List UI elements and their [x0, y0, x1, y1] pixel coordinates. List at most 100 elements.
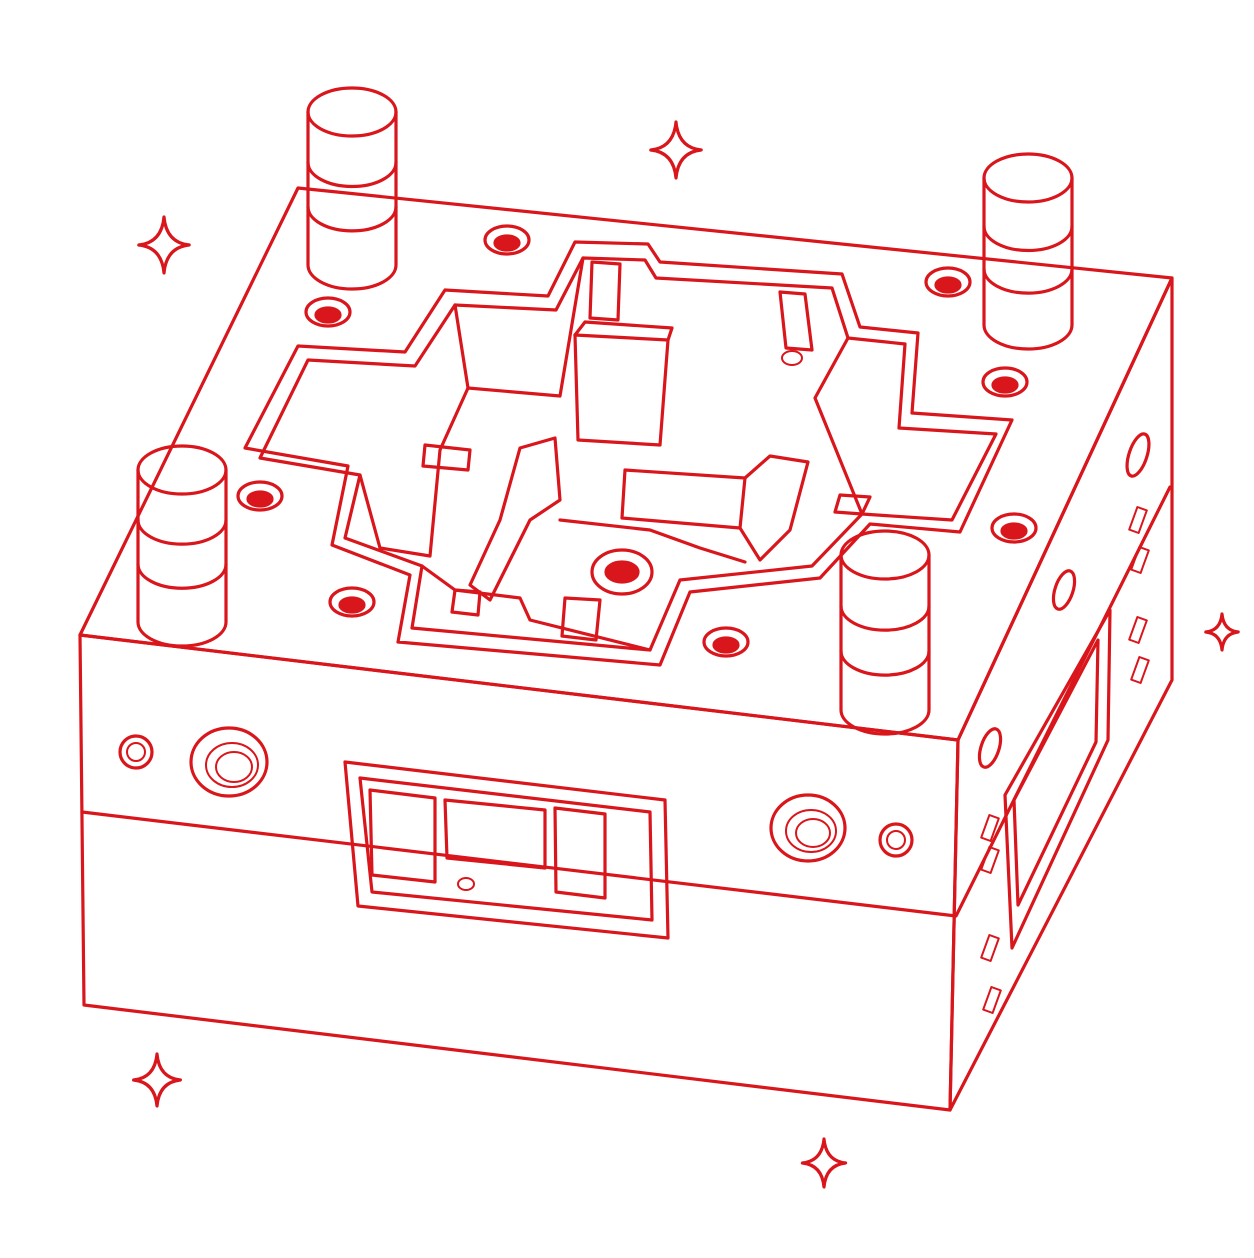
- plate-hole: [483, 224, 531, 256]
- guide-pin-body: [306, 110, 398, 291]
- plate-hole: [236, 480, 284, 512]
- right-slot-inner: [1012, 638, 1100, 907]
- right-features: [977, 432, 1151, 950]
- plate-hole: [990, 512, 1038, 544]
- guide-pin-body: [982, 176, 1074, 351]
- cavity-wall-right: [813, 336, 864, 516]
- right-face-slot: [982, 986, 1002, 1014]
- plate-hole: [328, 586, 376, 618]
- guide-pin-top: [306, 86, 398, 138]
- right-face-slots: [980, 506, 1150, 1014]
- guide-pin: [982, 152, 1074, 351]
- right-slot-frame: [1003, 608, 1112, 950]
- inner-rib-right-side: [738, 454, 810, 562]
- front-slot-pin-hole: [457, 877, 475, 891]
- plate-hole: [702, 626, 750, 658]
- front-small-hole-left-inner: [126, 742, 146, 762]
- right-face-slot: [1128, 506, 1148, 534]
- front-slot-bar-left: [368, 788, 437, 884]
- right-face-slot: [1130, 656, 1150, 684]
- sparkle-icon: [132, 1052, 182, 1108]
- plate-hole-bore: [493, 234, 521, 252]
- guide-pin: [839, 529, 931, 736]
- cavity-inner-rim: [258, 256, 998, 652]
- inner-recess: [468, 436, 562, 602]
- cavity-wall-bottom: [420, 564, 652, 652]
- plate-holes: [236, 224, 1038, 658]
- cavity-post-top: [588, 260, 622, 322]
- guide-pin-ring: [136, 562, 228, 590]
- sparkle-icon: [1204, 612, 1240, 652]
- front-slot-bar-right: [553, 806, 607, 900]
- plate-hole: [981, 366, 1029, 398]
- plate-hole-bore: [338, 596, 366, 614]
- guide-pin-top: [982, 152, 1074, 204]
- core-pin-hole: [781, 350, 803, 366]
- front-small-hole-right: [878, 822, 914, 858]
- guide-pin-ring: [839, 604, 931, 632]
- cavity-outer-rim: [243, 240, 1014, 667]
- front-threaded-hole-right: [769, 793, 847, 863]
- right-hole-2: [1051, 569, 1077, 611]
- plate-hole-bore: [712, 636, 740, 654]
- guide-pin-body: [839, 553, 931, 736]
- guide-pin-ring: [982, 267, 1074, 295]
- plate-hole-bore: [314, 306, 342, 324]
- core-block: [573, 333, 670, 447]
- sparkles: [132, 120, 1240, 1189]
- sprue-bore: [604, 560, 640, 584]
- cavity-tab-bottom: [560, 596, 602, 642]
- plate-hole-bore: [934, 276, 962, 294]
- right-hole-1: [1125, 432, 1151, 478]
- block-top-face: [78, 186, 1174, 742]
- sprue-hole: [590, 548, 654, 596]
- front-threaded-hole-left-inner: [205, 742, 259, 788]
- block-front-face: [78, 633, 960, 1112]
- front-features: [118, 726, 914, 940]
- guide-pin: [306, 86, 398, 291]
- right-face-slot: [980, 934, 1000, 962]
- front-threaded-hole-left-ring: [215, 751, 253, 783]
- front-slot-inner: [358, 776, 654, 922]
- guide-pin-ring: [839, 649, 931, 677]
- guide-pin-top: [136, 444, 228, 496]
- sparkle-icon: [800, 1137, 848, 1189]
- front-slot-window: [443, 798, 547, 870]
- guide-pin-top: [839, 529, 931, 581]
- plate-hole-bore: [1000, 522, 1028, 540]
- guide-pin-ring: [306, 205, 398, 233]
- front-threaded-hole-right-ring: [795, 818, 831, 848]
- sparkle-icon: [137, 215, 191, 275]
- inner-rib-right: [620, 468, 747, 530]
- guide-pin-ring: [982, 224, 1074, 253]
- front-small-hole-left: [118, 734, 154, 770]
- front-slot-frame: [343, 760, 670, 940]
- guide-pin-ring: [136, 518, 228, 546]
- sparkle-icon: [649, 120, 703, 180]
- cavity-post-top-right: [778, 290, 814, 352]
- front-threaded-hole-right-inner: [785, 809, 837, 853]
- right-face-slot: [980, 846, 1000, 874]
- mold-cavity: [243, 240, 1014, 667]
- guide-pin-body: [136, 468, 228, 648]
- cavity-floor-step: [453, 256, 585, 398]
- front-threaded-hole-left: [189, 726, 269, 798]
- right-hole-3: [977, 727, 1003, 769]
- cavity-tab-right: [833, 493, 872, 516]
- guide-pins: [136, 86, 1074, 736]
- plate-hole: [924, 266, 972, 298]
- plate-hole-bore: [991, 376, 1019, 394]
- guide-pin-ring: [306, 160, 398, 189]
- plate-hole-bore: [246, 490, 274, 508]
- cavity-wall-left: [358, 386, 470, 558]
- right-face-slot: [1130, 546, 1150, 574]
- front-small-hole-right-inner: [886, 830, 906, 850]
- cavity-tab-left: [421, 443, 472, 472]
- cavity-tab-bottom-2: [450, 588, 482, 617]
- guide-pin: [136, 444, 228, 648]
- inner-channel: [558, 518, 747, 564]
- right-face-slot: [1128, 616, 1148, 644]
- plate-hole: [304, 296, 352, 328]
